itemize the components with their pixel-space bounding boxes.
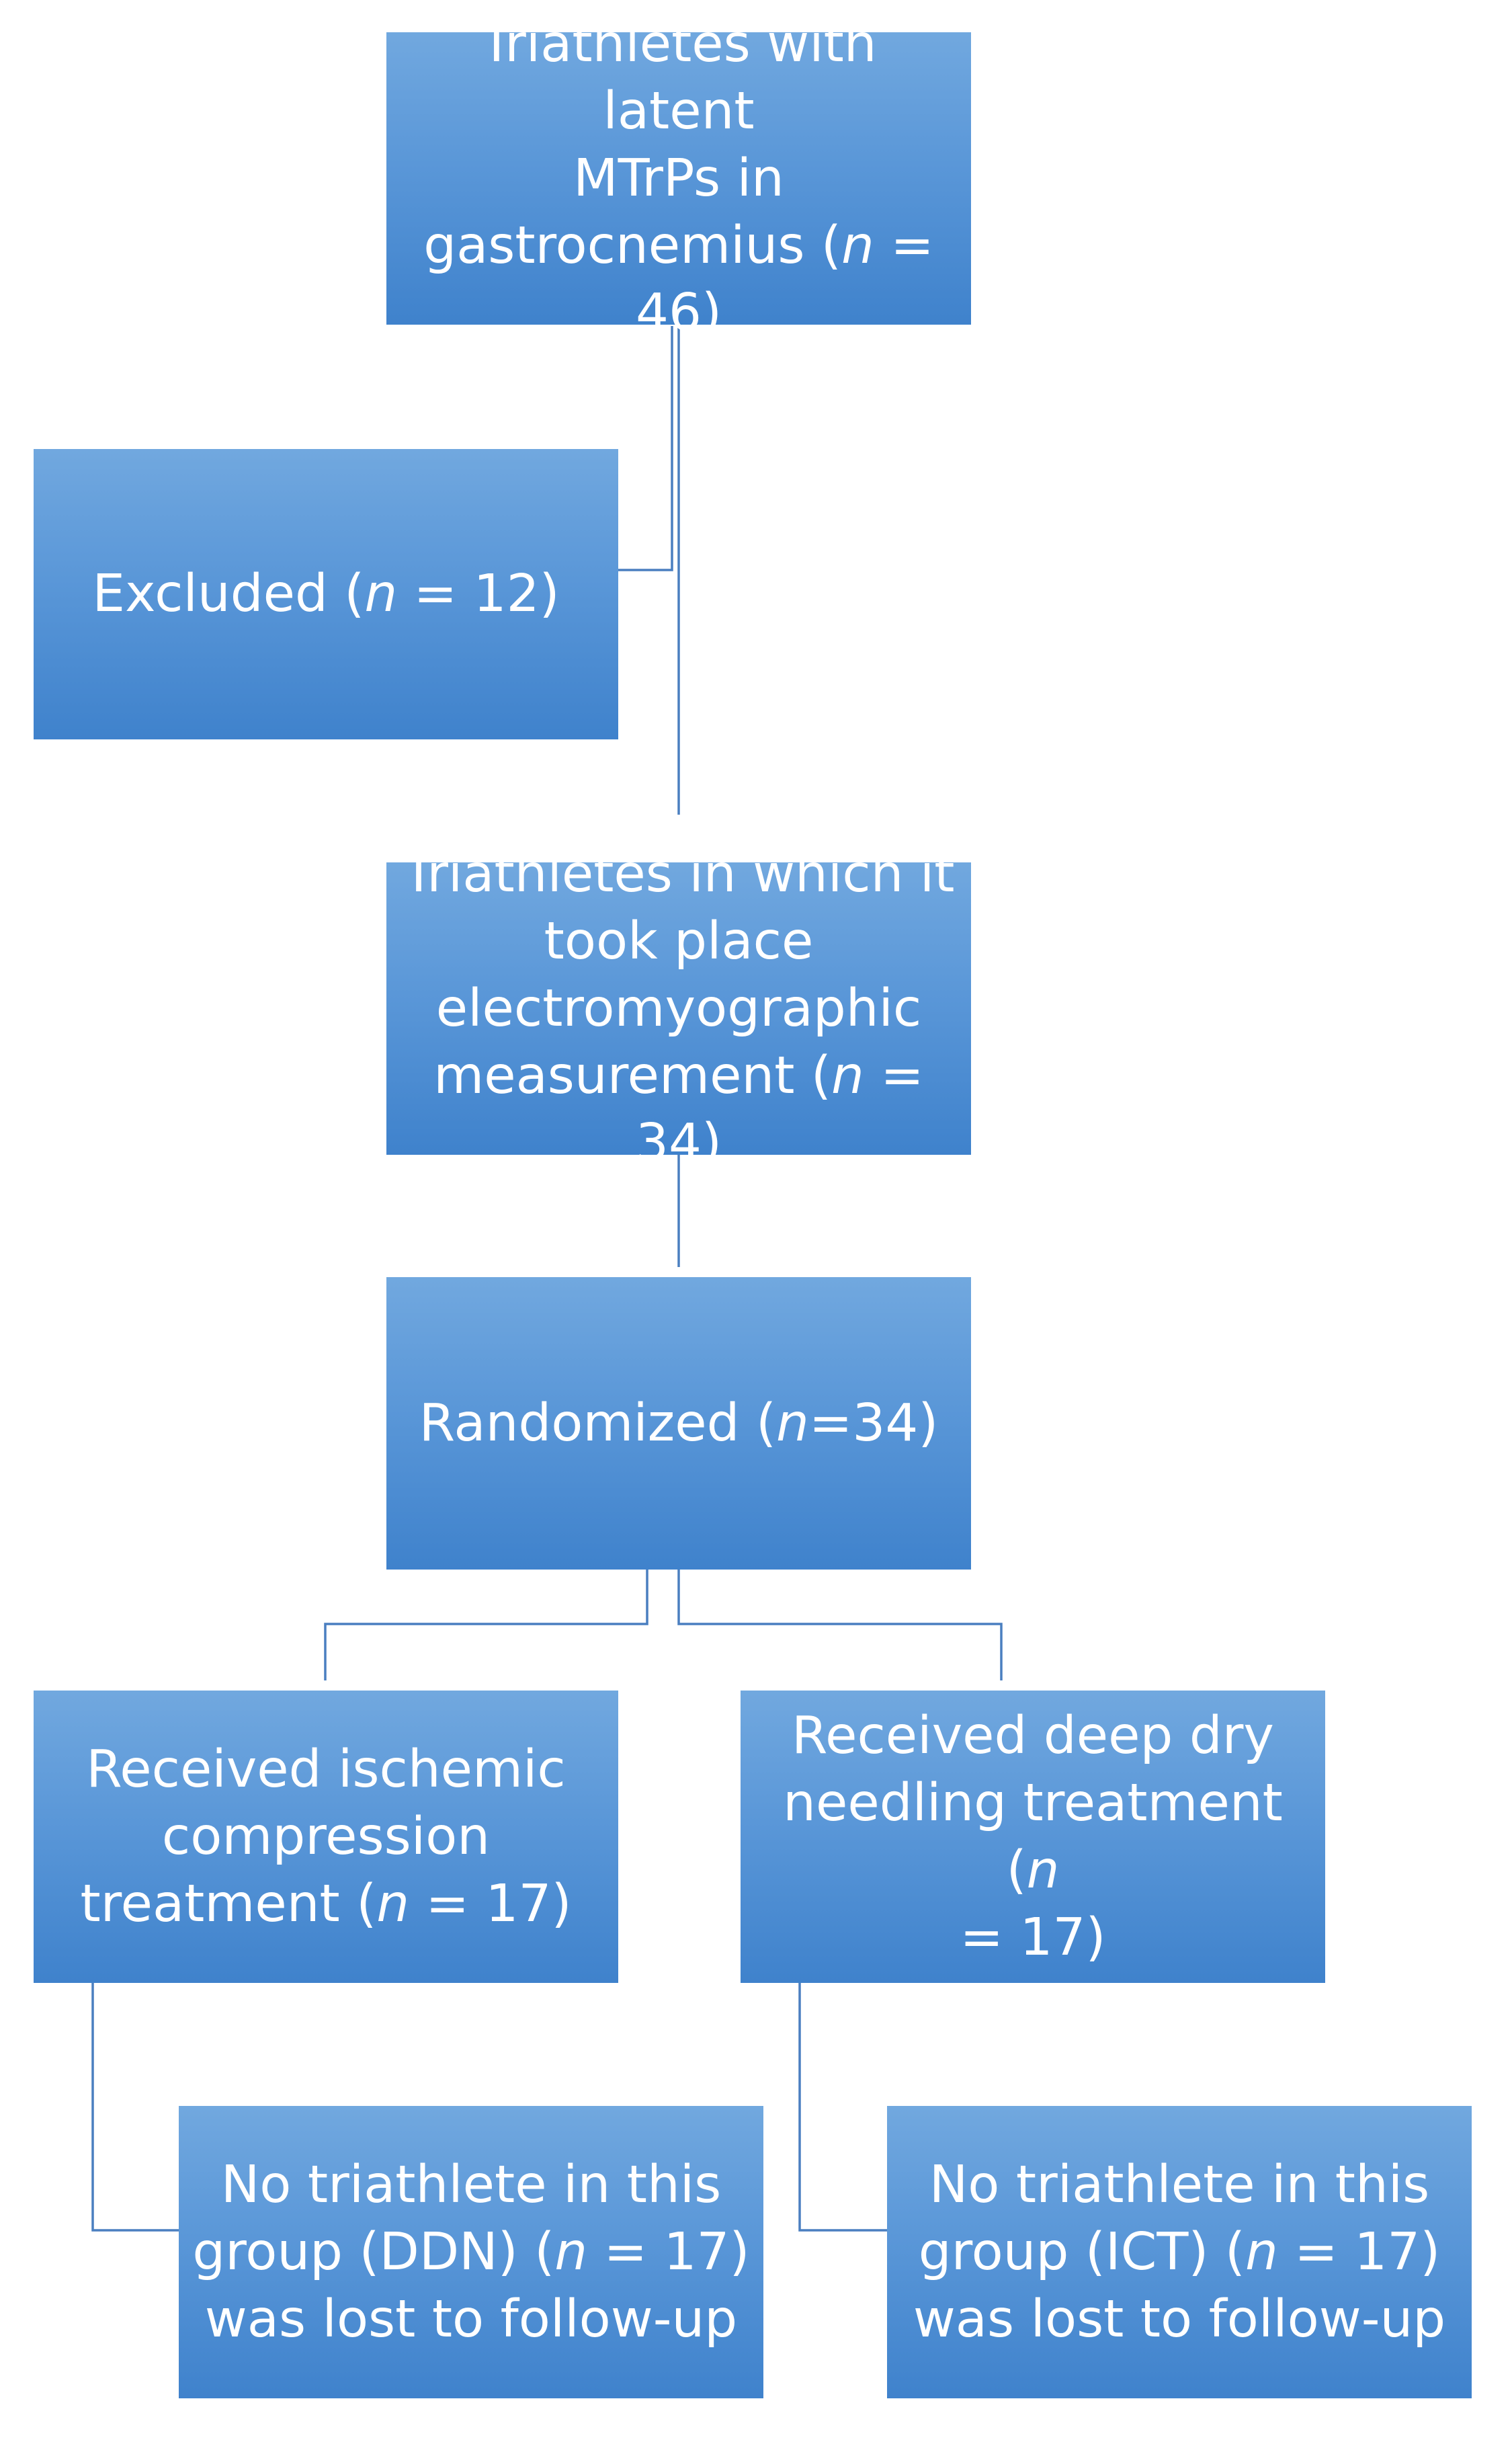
n-symbol: n — [376, 1873, 410, 1934]
randomized-box: Randomized (n=34) — [386, 1277, 971, 1570]
emg-measurement-box: Triathletes in which it took place elect… — [386, 844, 971, 1173]
connector-dry-needling-to-followup-right — [798, 1983, 887, 2232]
excluded-box: Excluded (n = 12) — [34, 449, 618, 739]
connector-ischemic-to-followup-left — [91, 1983, 179, 2232]
n-symbol: n — [841, 215, 874, 276]
dry-needling-text: Received deep dry needling treatment (n … — [783, 1705, 1283, 1967]
followup-left-box: No triathlete in this group (DDN) (n = 1… — [179, 2106, 763, 2398]
enrollment-text: Triathletes with latent MTrPs in gastroc… — [423, 13, 934, 343]
n-symbol: n — [831, 1045, 864, 1106]
n-symbol: n — [776, 1393, 809, 1453]
connector-randomized-to-ischemic — [324, 1570, 648, 1680]
dry-needling-box: Received deep dry needling treatment (n … — [741, 1691, 1325, 1983]
connector-randomized-to-dry-needling — [677, 1570, 1003, 1680]
connector-top-to-excluded — [617, 326, 673, 571]
followup-right-text: No triathlete in this group (ICT) (n = 1… — [913, 2154, 1446, 2349]
excluded-text: Excluded (n = 12) — [92, 564, 560, 624]
followup-right-box: No triathlete in this group (ICT) (n = 1… — [887, 2106, 1472, 2398]
randomized-text: Randomized (n=34) — [419, 1393, 939, 1453]
n-symbol: n — [554, 2222, 588, 2282]
emg-measurement-text: Triathletes in which it took place elect… — [403, 844, 955, 1173]
enrollment-box: Triathletes with latent MTrPs in gastroc… — [386, 14, 971, 343]
n-symbol: n — [1026, 1840, 1060, 1900]
n-symbol: n — [1245, 2222, 1278, 2282]
ischemic-compression-box: Received ischemic compression treatment … — [34, 1691, 618, 1983]
followup-left-text: No triathlete in this group (DDN) (n = 1… — [192, 2154, 750, 2349]
ischemic-compression-text: Received ischemic compression treatment … — [80, 1739, 572, 1934]
n-symbol: n — [364, 564, 398, 624]
